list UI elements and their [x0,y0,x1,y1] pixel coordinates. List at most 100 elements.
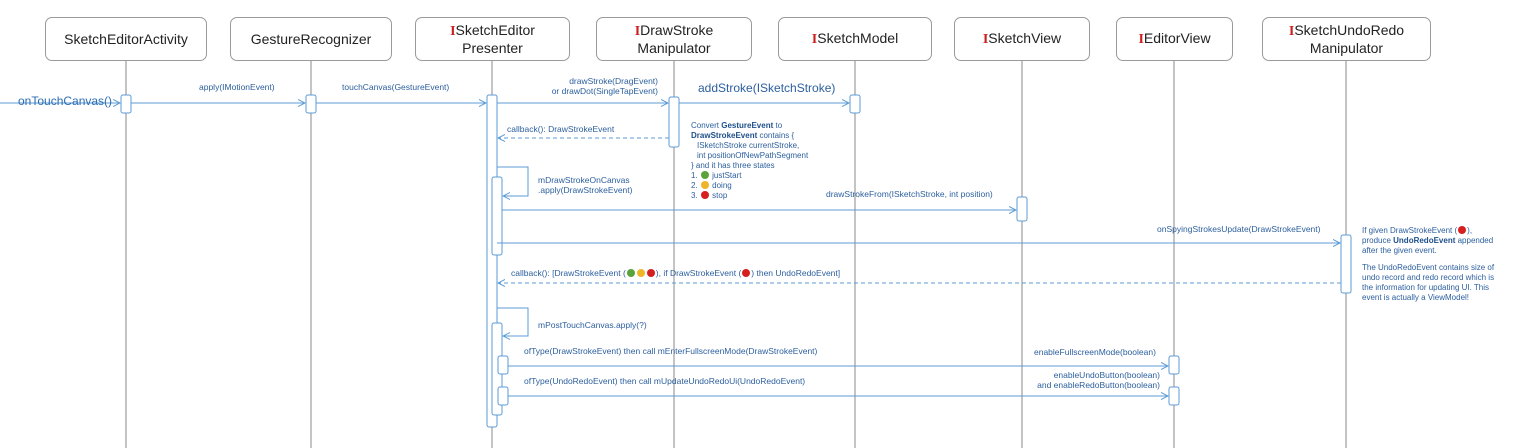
note-undo-l3: after the given event. [1362,246,1437,255]
participant-model: ISketchModel [778,17,932,61]
label-enable-undo-line2: and enableRedoButton(boolean) [1037,380,1160,390]
participant-manipulator-name-2: Manipulator [637,39,711,56]
participant-sketchview-name: SketchView [988,30,1062,46]
participant-manipulator-name: DrawStroke [640,21,714,38]
interface-prefix: I [811,32,818,47]
participant-undoredo-name: SketchUndoRedo [1294,21,1405,38]
participant-presenter-name: SketchEditor [455,21,535,38]
label-enable-fullscreen: enableFullscreenMode(boolean) [1034,347,1156,357]
label-callback-1: callback(): DrawStrokeEvent [507,124,615,134]
activations [120,94,1352,428]
activation-undoredo [1340,234,1352,294]
note-undo-l1b: ), [1467,226,1473,235]
participant-activity-name: SketchEditorActivity [64,30,188,47]
messages [0,103,1341,396]
label-apply: apply(IMotionEvent) [199,82,275,92]
participant-sketchview: ISketchView [954,17,1090,61]
activation-editorview-1 [1168,355,1180,375]
label-draw-stroke-from: drawStrokeFrom(ISketchStroke, int positi… [826,189,993,199]
note-convert-l1c: to [773,121,783,130]
note-undo-l2a: produce [1362,236,1394,245]
note-convert-l1a: Convert [691,121,722,130]
participant-activity: SketchEditorActivity [45,17,207,61]
participant-model-name: SketchModel [817,30,899,46]
state-2-label: doing [712,181,732,190]
activation-presenter-draw [491,176,503,256]
state-start-dot-icon [700,171,709,179]
participant-presenter-name-2: Presenter [462,39,523,56]
interface-prefix: I [1138,32,1144,47]
interface-prefix: I [634,23,641,39]
state-1-label: justStart [712,171,742,180]
label-post-touch: mPostTouchCanvas.apply(?) [538,320,647,330]
participant-recognizer-name: GestureRecognizer [250,30,372,47]
label-of-type-draw: ofType(DrawStrokeEvent) then call mEnter… [524,346,818,356]
activation-manipulator [668,96,680,148]
label-touch-canvas: touchCanvas(GestureEvent) [342,82,450,92]
state-2-number: 2. [691,181,698,190]
state-start-dot-icon [626,269,635,277]
participant-editorview: IEditorView [1116,17,1233,61]
note-undo-p2-l2: undo record and redo record which is [1362,273,1495,282]
note-undo-p2-l1: The UndoRedoEvent contains size of [1362,263,1495,272]
label-of-type-undo: ofType(UndoRedoEvent) then call mUpdateU… [524,376,806,386]
label-enable-undo: enableUndoButton(boolean) and enableRedo… [1010,370,1160,390]
participant-undoredo-name-2: Manipulator [1309,39,1384,56]
arrow-self-post [497,307,529,336]
interface-prefix: I [982,32,989,47]
participant-manipulator: IDrawStroke Manipulator [596,17,752,61]
note-convert-l2a: DrawStrokeEvent [691,131,758,140]
note-convert-l4: int positionOfNewPathSegment [697,151,809,160]
note-undo-l2c: appended [1455,236,1494,245]
participant-undoredo: ISketchUndoRedo Manipulator [1262,17,1431,61]
label-callback-2-a: callback(): [DrawStrokeEvent ( [511,268,626,278]
note-convert-l5: } and it has three states [691,161,775,170]
activation-model [849,94,861,114]
label-callback-2-c: ) then UndoRedoEvent] [751,268,841,278]
note-convert-l3: ISketchStroke currentStroke, [697,141,800,150]
label-add-stroke: addStroke(ISketchStroke) [698,81,836,95]
note-undo-redo: If given DrawStrokeEvent (), produce Und… [1362,226,1494,303]
state-doing-dot-icon [700,181,709,189]
label-draw-stroke-line2: or drawDot(SingleTapEvent) [551,86,658,96]
activation-recognizer [305,94,317,114]
arrow-self-draw [497,166,529,196]
label-callback-2-b: ), if DrawStrokeEvent ( [655,268,742,278]
activation-presenter-undo [497,386,509,406]
note-convert-l2b: contains { [757,131,795,140]
activation-editorview-2 [1168,386,1180,406]
label-draw-stroke-line1: drawStroke(DragEvent) [569,76,658,86]
note-undo-p2-l3: the information for updating UI. This [1362,283,1490,292]
label-self-draw-line2: .apply(DrawStrokeEvent) [538,185,633,195]
participant-editorview-name: EditorView [1143,30,1211,46]
note-undo-l2b: UndoRedoEvent [1393,236,1456,245]
label-on-spying: onSpyingStrokesUpdate(DrawStrokeEvent) [1157,224,1321,234]
label-enable-undo-line1: enableUndoButton(boolean) [1053,370,1160,380]
activation-presenter-fullscreen [497,355,509,375]
state-stop-dot-icon [646,269,655,277]
state-stop-dot-icon [1458,226,1467,234]
state-doing-dot-icon [636,269,645,277]
interface-prefix: I [450,23,456,39]
entry-label: onTouchCanvas() [18,94,113,108]
label-self-draw: mDrawStrokeOnCanvas .apply(DrawStrokeEve… [538,175,632,195]
interface-prefix: I [1288,23,1295,39]
label-callback-2: callback(): [DrawStrokeEvent ( ), if Draw… [511,268,840,278]
lifelines [125,61,1347,448]
state-3-label: stop [712,191,728,200]
note-undo-l1a: If given DrawStrokeEvent ( [1362,226,1458,235]
state-stop-dot-icon [700,191,709,199]
state-1-number: 1. [691,171,698,180]
activation-activity [120,94,132,114]
note-convert-l1b: GestureEvent [721,121,774,130]
state-stop-dot-icon [742,269,751,277]
note-undo-p2-l4: event is actually a ViewModel! [1362,293,1470,302]
activation-sketchview [1016,196,1028,222]
state-3-number: 3. [691,191,698,200]
participant-recognizer: GestureRecognizer [230,17,392,61]
participant-presenter: ISketchEditor Presenter [415,17,570,61]
label-draw-stroke: drawStroke(DragEvent) or drawDot(SingleT… [530,76,658,96]
note-convert: Convert GestureEvent to DrawStrokeEvent … [691,121,808,201]
label-self-draw-line1: mDrawStrokeOnCanvas [538,175,630,185]
